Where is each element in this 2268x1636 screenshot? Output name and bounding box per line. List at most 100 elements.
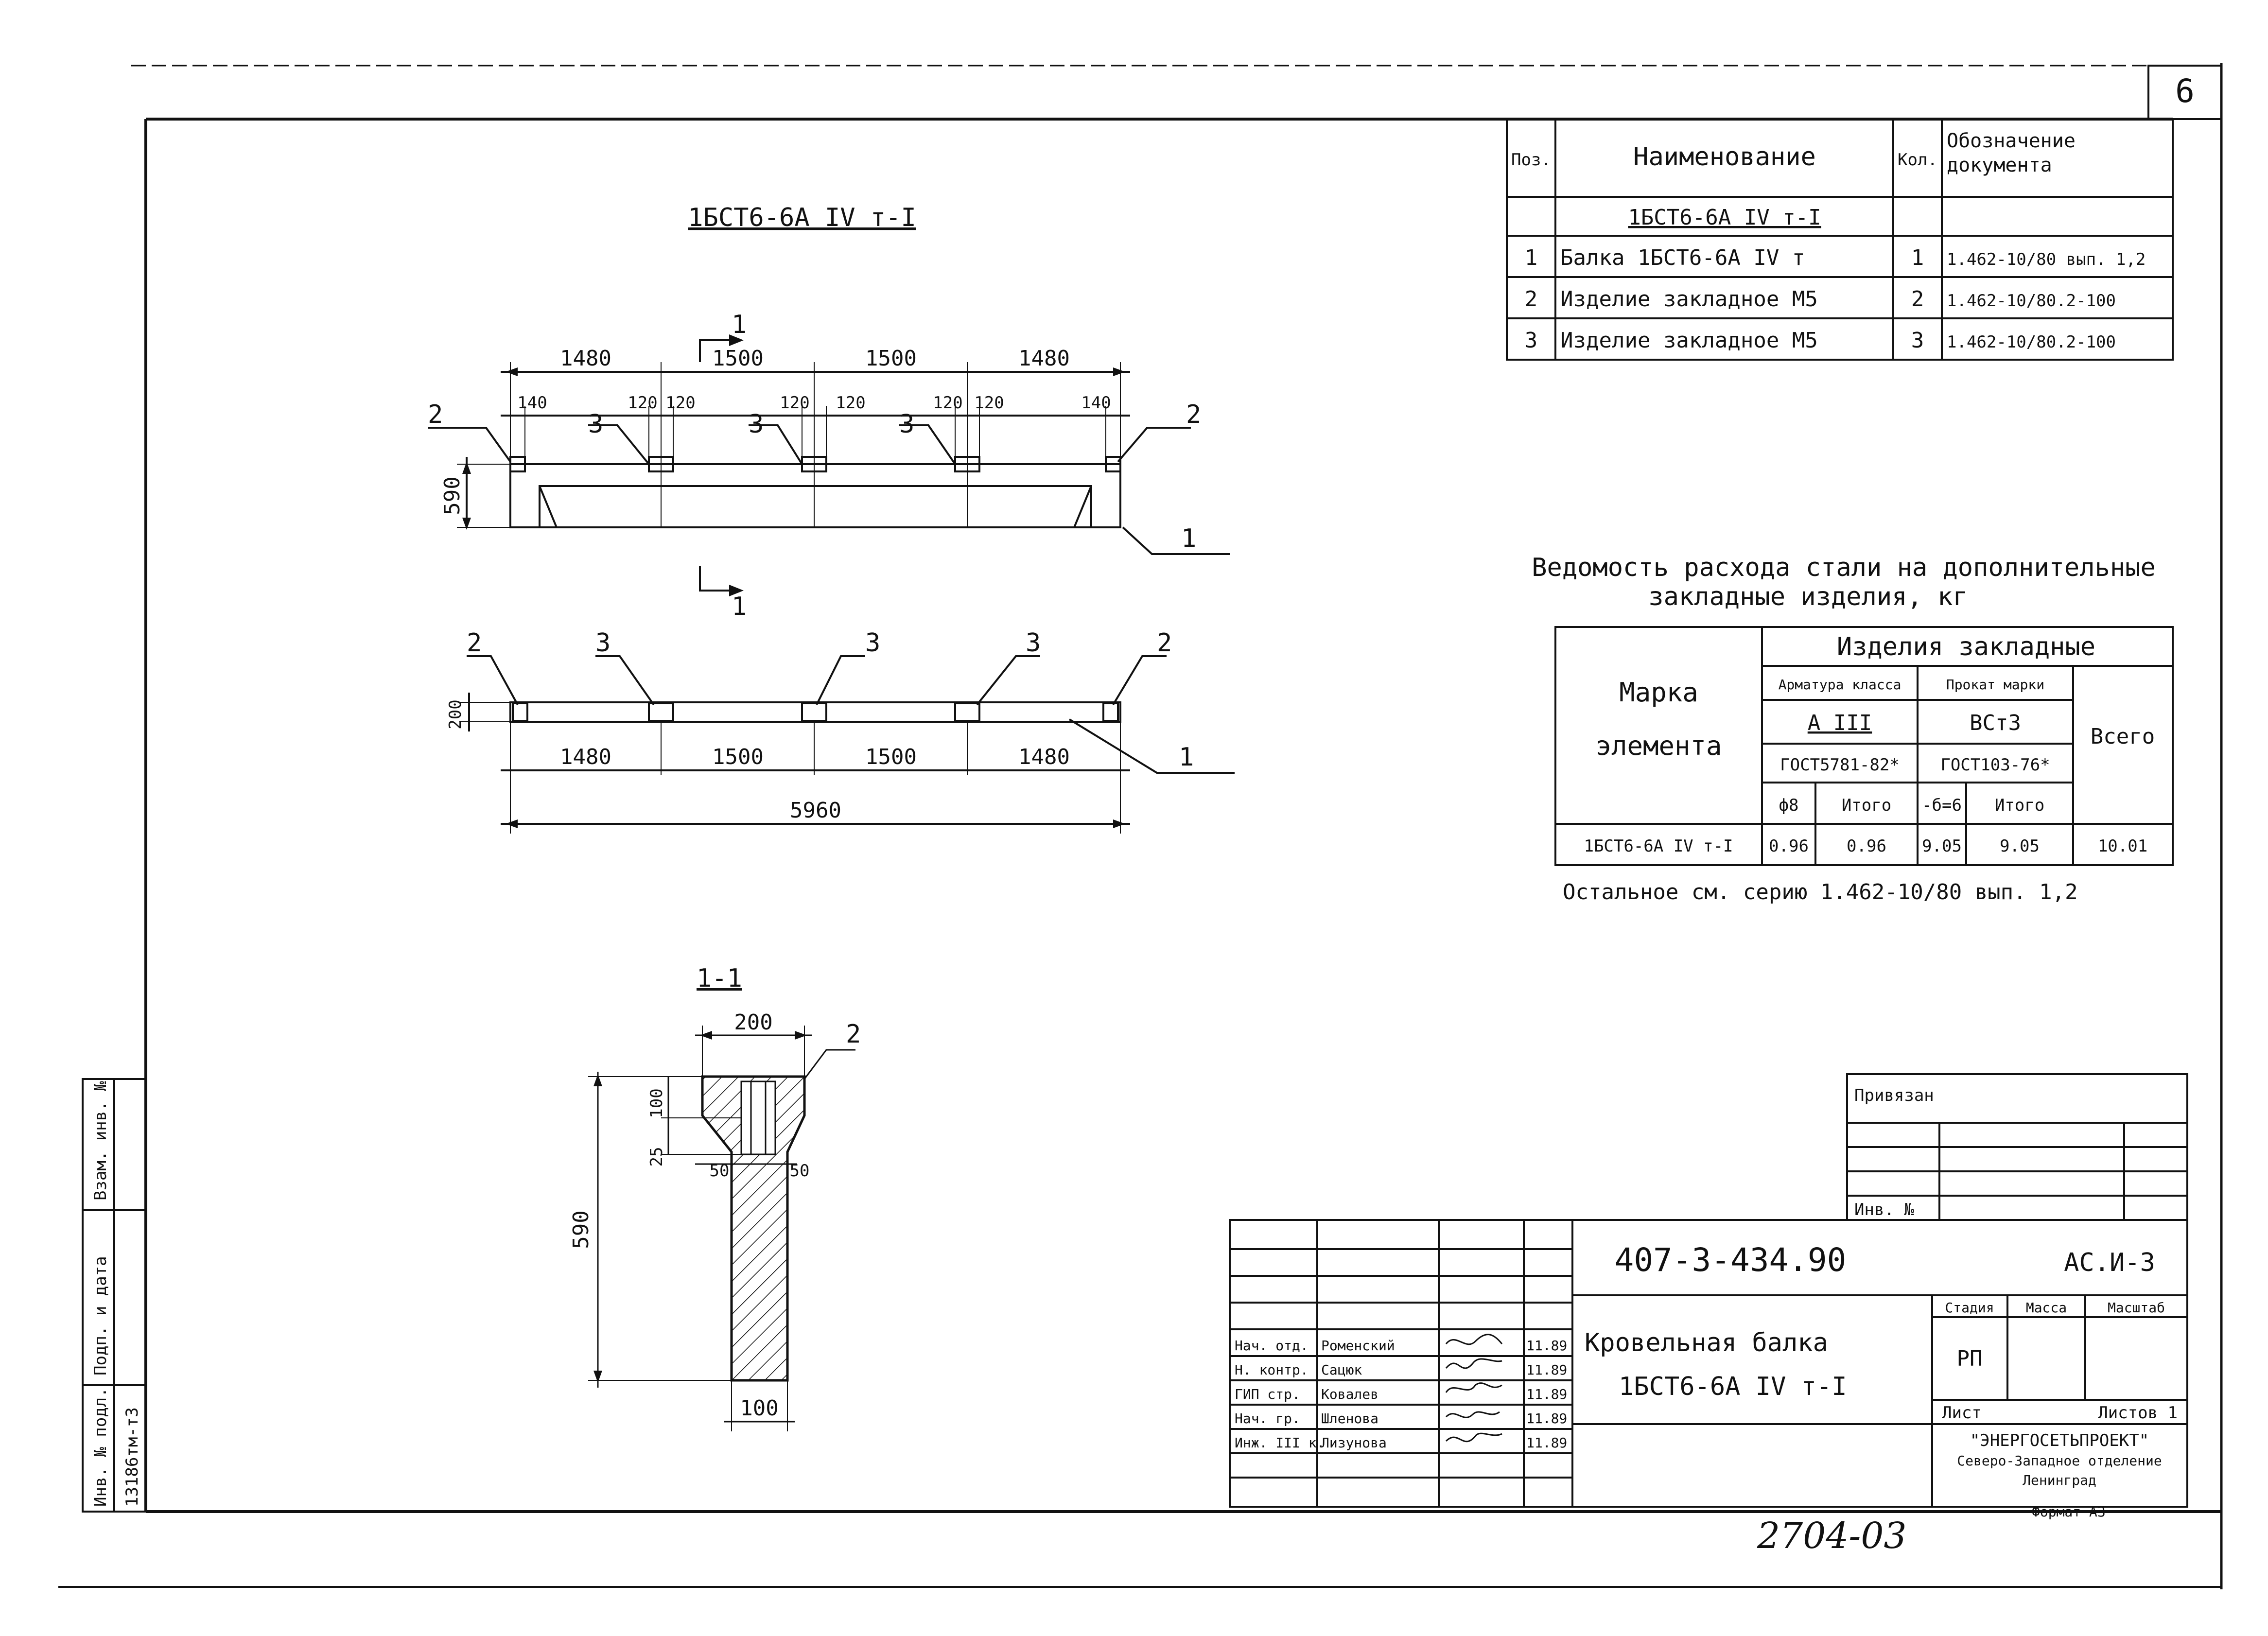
elev-subdim-120-1: 120 [628, 393, 657, 413]
stamp-name-1: Роменский [1321, 1338, 1395, 1354]
spec-group-title: 1БСТ6-6А IV т-I [1628, 205, 1821, 230]
stamp-role-5: Инж. III к. [1235, 1435, 1325, 1451]
elev-callout-3-a: 3 [588, 410, 603, 439]
section-dim-100-bottom: 100 [740, 1396, 778, 1421]
elevation-title: 1БСТ6-6А IV т-I [688, 203, 916, 232]
elev-dim-1480-right: 1480 [1018, 346, 1070, 371]
steel-header-b6: -б=6 [1922, 796, 1962, 815]
side-stamp-inv-podl: Инв. № подл. [91, 1387, 110, 1507]
steel-header-rolled-grade: ВСт3 [1970, 711, 2021, 735]
spec-row-2-qty: 2 [1911, 287, 1924, 312]
steel-header-sum2: Итого [1995, 796, 2044, 815]
stamp-role-1: Нач. отд. [1235, 1338, 1308, 1354]
elevation-view: 1БСТ6-6А IV т-I [428, 203, 1230, 621]
steel-header-rebar-class: А III [1808, 711, 1872, 735]
plan-callout-2-right: 2 [1157, 628, 1172, 658]
stamp-role-3: ГИП стр. [1235, 1386, 1300, 1402]
format-label: Формат А3 [2032, 1504, 2106, 1520]
stamp-role-4: Нач. гр. [1235, 1410, 1300, 1427]
steel-row-d8: 0.96 [1769, 836, 1809, 856]
steel-title-line1: Ведомость расхода стали на дополнительны… [1532, 553, 2156, 582]
elev-dim-1500-a: 1500 [712, 346, 764, 371]
steel-header-rebar: Арматура класса [1779, 677, 1902, 693]
elev-subdim-120-3: 120 [780, 393, 809, 413]
section-dim-25: 25 [647, 1147, 666, 1167]
stamp-role-2: Н. контр. [1235, 1362, 1308, 1378]
spec-row-1-qty: 1 [1911, 245, 1924, 270]
section-view: 1-1 [569, 964, 861, 1431]
steel-note: Остальное см. серию 1.462-10/80 вып. 1,2 [1563, 880, 2078, 905]
steel-table: Ведомость расхода стали на дополнительны… [1532, 553, 2174, 905]
steel-title-line2: закладные изделия, кг [1648, 582, 1968, 611]
spec-header-doc: Обозначение документа [1947, 130, 2076, 176]
elev-subdim-120-2: 120 [665, 393, 695, 413]
section-title: 1-1 [697, 964, 742, 993]
elev-callout-2-left: 2 [428, 400, 443, 429]
steel-row-b6: 9.05 [1922, 836, 1962, 856]
stamp-date-1: 11.89 [1526, 1338, 1567, 1354]
plan-callout-3-c: 3 [1026, 628, 1041, 658]
plan-callout-3-b: 3 [865, 628, 880, 658]
plan-callout-3-a: 3 [595, 628, 611, 658]
section-dim-100: 100 [647, 1088, 666, 1118]
spec-row-3-name: Изделие закладное М5 [1560, 328, 1818, 353]
stamp-stadia-value: РП [1957, 1346, 1983, 1371]
handwritten-number: 2704-03 [1757, 1515, 1907, 1557]
spec-row-2-pos: 2 [1525, 287, 1538, 312]
plan-dim-total: 5960 [790, 798, 841, 823]
stamp-org-3: Ленинград [2023, 1472, 2096, 1488]
stamp-privyazan: Привязан [1854, 1086, 1934, 1105]
stamp-people: Нач. отд. Роменский 11.89 Н. контр. Сацю… [1235, 1334, 1567, 1451]
steel-header-rolled-gost: ГОСТ103-76* [1940, 755, 2050, 775]
steel-header-d8: ф8 [1779, 796, 1799, 815]
stamp-sheet-code: АС.И-3 [2064, 1248, 2155, 1277]
stamp-name-3: Ковалев [1321, 1386, 1378, 1402]
page-number: 6 [2175, 72, 2195, 110]
stamp-org-2: Северо-Западное отделение [1957, 1453, 2162, 1469]
spec-row-3-doc: 1.462-10/80.2-100 [1947, 332, 2116, 352]
elev-subdim-140-left: 140 [517, 393, 547, 413]
stamp-name-2: Сацюк [1321, 1362, 1362, 1378]
section-dim-200: 200 [734, 1010, 772, 1035]
stamp-listov-header: Листов 1 [2098, 1403, 2178, 1423]
steel-header-rebar-gost: ГОСТ5781-82* [1780, 755, 1900, 775]
elev-subdim-120-4: 120 [836, 393, 865, 413]
stamp-masshtab-header: Масштаб [2108, 1300, 2165, 1316]
side-stamp-inv-value: 13186тм-т3 [122, 1407, 142, 1507]
spec-row-2-doc: 1.462-10/80.2-100 [1947, 291, 2116, 311]
elev-callout-2-right: 2 [1186, 400, 1201, 429]
steel-header-total: Всего [2091, 724, 2155, 749]
plan-callout-2-left: 2 [467, 628, 482, 658]
plan-callout-1: 1 [1179, 743, 1194, 772]
plan-dim-1500-b: 1500 [865, 745, 917, 769]
stamp-list-header: Лист [1942, 1403, 1982, 1423]
steel-header-group: Изделия закладные [1837, 632, 2095, 661]
stamp-name-5: Лизунова [1321, 1435, 1387, 1451]
stamp-org-1: "ЭНЕРГОСЕТЬПРОЕКТ" [1970, 1431, 2149, 1450]
stamp-inv: Инв. № [1854, 1200, 1914, 1219]
section-dim-50-right: 50 [790, 1161, 810, 1181]
spec-header-qty: Кол. [1898, 150, 1937, 170]
plan-view: 200 2 3 3 3 2 1 1480 1500 1500 1480 5960 [446, 628, 1235, 834]
spec-row-2-name: Изделие закладное М5 [1560, 287, 1818, 312]
steel-header-rolled: Прокат марки [1946, 677, 2044, 693]
spec-row-1-name: Балка 1БСТ6-6А IV т [1560, 245, 1805, 270]
stamp-name-4: Шленова [1321, 1410, 1378, 1427]
plan-dim-1500-a: 1500 [712, 745, 764, 769]
stamp-title-line2: 1БСТ6-6А IV т-I [1619, 1372, 1847, 1401]
signatures [1445, 1334, 1503, 1443]
stamp-title-line1: Кровельная балка [1585, 1328, 1828, 1358]
steel-row-mark: 1БСТ6-6А IV т-I [1584, 836, 1733, 856]
stamp-date-2: 11.89 [1526, 1362, 1567, 1378]
steel-header-sum1: Итого [1842, 796, 1891, 815]
spec-row-1-doc: 1.462-10/80 вып. 1,2 [1947, 250, 2146, 269]
stamp-massa-header: Масса [2026, 1300, 2067, 1316]
plan-dim-1480-right: 1480 [1018, 745, 1070, 769]
spec-header-name: Наименование [1633, 142, 1816, 172]
spec-row-1-pos: 1 [1525, 245, 1538, 270]
title-block: Привязан Инв. № 407-3-434.90 АС.И-3 Кров… [1229, 1073, 2188, 1508]
section-mark-bottom: 1 [732, 592, 747, 621]
elev-subdim-140-right: 140 [1081, 393, 1111, 413]
elev-subdim-120-6: 120 [974, 393, 1004, 413]
